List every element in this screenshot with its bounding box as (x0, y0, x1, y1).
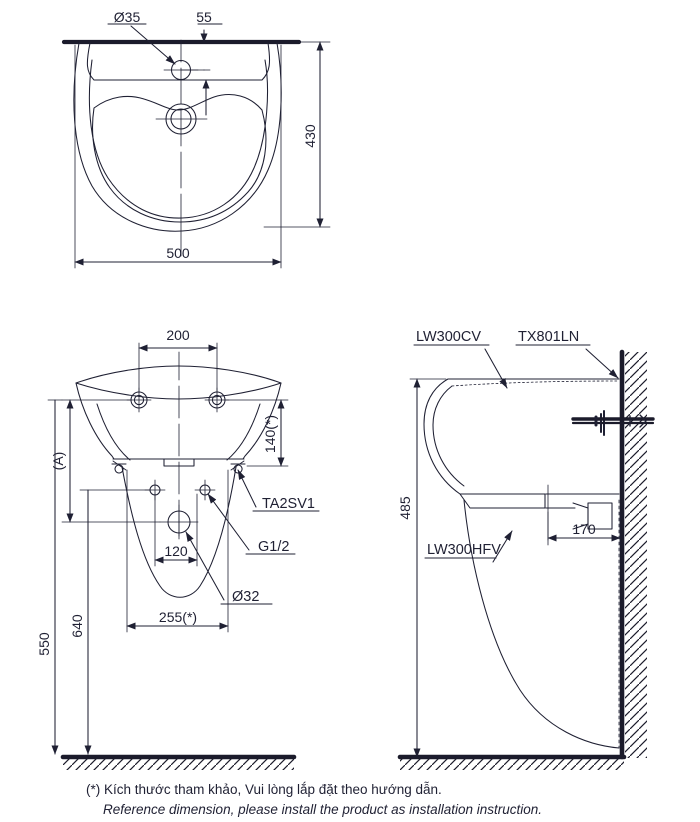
front-dim-a: (A) (50, 452, 66, 471)
top-view-basin-outline (73, 42, 282, 232)
top-view-dia35-leader (107, 23, 176, 65)
side-callout-lw300cv: LW300CV (416, 329, 481, 345)
front-view-dim-200 (138, 342, 218, 393)
front-view-bolt-holes (126, 387, 230, 413)
top-view-drain-hole (155, 103, 208, 135)
front-view-shroud-outline (121, 466, 237, 598)
top-view-bowl-outline (92, 94, 267, 223)
top-dim-55: 55 (196, 9, 212, 25)
side-view (397, 344, 655, 770)
side-view-basin-rim (447, 378, 620, 387)
front-view-dim-255 (126, 469, 229, 633)
front-view-dim-550 (47, 399, 63, 755)
front-view-ground (60, 754, 297, 770)
top-view-dim-500 (74, 44, 282, 269)
front-view-dim-140 (225, 399, 289, 467)
footer-notes: (*) Kích thước tham khảo, Vui lòng lắp đ… (86, 780, 686, 819)
top-view-dim-55 (180, 23, 223, 116)
front-view-callout-leaders (185, 469, 320, 605)
top-view-rim-outline (86, 42, 271, 219)
front-view (47, 342, 320, 770)
front-callout-g12: G1/2 (258, 539, 289, 555)
side-view-wall-anchor (571, 410, 655, 436)
side-view-shroud-outline (463, 499, 620, 749)
side-view-callout-leaders (413, 344, 619, 563)
front-view-bracket-lugs (112, 460, 245, 474)
front-callout-dia32: Ø32 (232, 589, 259, 605)
side-callout-tx801ln: TX801LN (518, 329, 579, 345)
top-view (61, 23, 331, 269)
front-view-dim-A (61, 399, 161, 523)
side-dim-485: 485 (397, 496, 413, 520)
top-view-dim-430 (263, 41, 331, 228)
front-view-dim-640 (79, 489, 151, 755)
footer-note-english: Reference dimension, please install the … (103, 801, 542, 817)
footer-note-vietnamese: (*) Kích thước tham khảo, Vui lòng lắp đ… (86, 782, 442, 797)
front-view-basin-body (75, 382, 282, 461)
front-dim-140: 140(*) (262, 415, 278, 453)
drawing-text-labels: Ø35 55 430 500 200 140(*) (A) 120 255(*)… (36, 9, 596, 656)
side-callout-lw300hfv: LW300HFV (427, 542, 501, 558)
side-view-shelf (459, 493, 620, 509)
front-dim-255: 255(*) (159, 609, 197, 625)
side-view-dim-170 (547, 511, 621, 546)
side-view-dim-485 (409, 378, 471, 758)
front-view-basin-rim (75, 365, 282, 400)
side-view-basin-body (423, 378, 546, 495)
front-dim-200: 200 (166, 327, 190, 343)
front-view-dim-120 (154, 493, 198, 567)
front-dim-120: 120 (164, 543, 188, 559)
top-dim-500: 500 (166, 245, 190, 261)
top-dim-dia35: Ø35 (114, 9, 141, 25)
front-dim-550: 550 (36, 632, 52, 656)
side-view-ground (397, 754, 627, 770)
front-callout-ta2sv1: TA2SV1 (262, 496, 315, 512)
front-dim-640: 640 (69, 614, 85, 638)
top-dim-430: 430 (302, 124, 318, 148)
side-dim-170: 170 (572, 521, 596, 537)
front-view-shelf (111, 458, 246, 467)
side-view-wall (619, 349, 647, 760)
front-view-supply-inlets (144, 479, 216, 501)
